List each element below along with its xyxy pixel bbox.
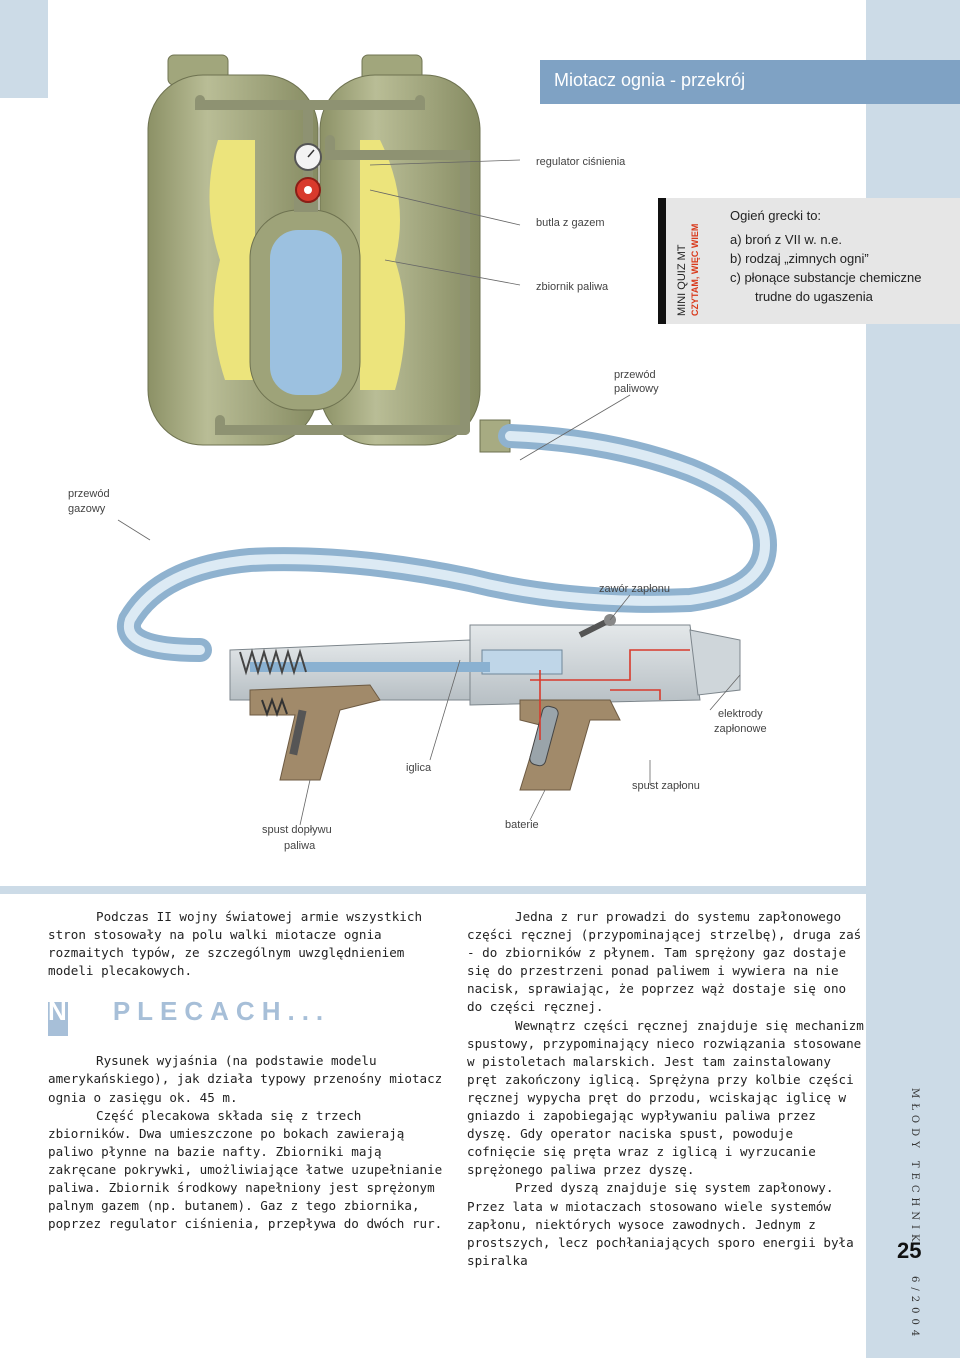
right-paragraph-3: Przed dyszą znajduje się system zapłonow… <box>467 1179 867 1269</box>
quiz-content: Ogień grecki to: a) broń z VII w. n.e. b… <box>730 206 922 306</box>
left-column: Podczas II wojny światowej armie wszystk… <box>48 908 448 1233</box>
right-column: Jedna z rur prowadzi do systemu zapłonow… <box>467 908 867 1270</box>
quiz-label: MINI QUIZ MT <box>676 224 689 316</box>
quiz-answer-c: c) płonące substancje chemiczne <box>730 268 922 287</box>
label-gas-bottle: butla z gazem <box>536 217 604 229</box>
section-heading: NA PLECACH... <box>48 1002 448 1036</box>
label-regulator: regulator ciśnienia <box>536 156 626 168</box>
left-paragraph-1: Rysunek wyjaśnia (na podstawie modelu am… <box>48 1052 448 1106</box>
diagram-bottom-band <box>0 886 866 894</box>
label-fuel-line-1: przewód <box>614 369 656 381</box>
quiz-question: Ogień grecki to: <box>730 206 922 225</box>
magazine-name: MŁODY TECHNIK <box>909 1088 920 1246</box>
label-electrodes-2: zapłonowe <box>714 723 767 735</box>
label-electrodes-1: elektrody <box>718 708 763 720</box>
quiz-black-strip <box>658 198 666 324</box>
heading-rest: PLECACH... <box>99 996 331 1026</box>
label-gas-line-1: przewód <box>68 488 110 500</box>
intro-paragraph: Podczas II wojny światowej armie wszystk… <box>48 908 448 980</box>
quiz-answer-c-cont: trudne do ugaszenia <box>730 287 922 306</box>
hand-unit <box>230 614 740 790</box>
quiz-answer-b: b) rodzaj „zimnych ogni” <box>730 249 922 268</box>
label-fuel-tank: zbiornik paliwa <box>536 281 609 293</box>
issue-number: 6/2004 <box>909 1276 920 1341</box>
flamethrower-diagram: regulator ciśnienia butla z gazem zbiorn… <box>50 0 866 886</box>
label-ignition-valve: zawór zapłonu <box>599 583 670 595</box>
label-batteries: baterie <box>505 819 539 831</box>
label-ignition-trigger: spust zapłonu <box>632 780 700 792</box>
left-paragraph-2: Część plecakowa składa się z trzech zbio… <box>48 1107 448 1234</box>
label-fuel-trigger-2: paliwa <box>284 840 316 852</box>
label-fuel-line-2: paliwowy <box>614 383 659 395</box>
quiz-vertical-label: MINI QUIZ MT CZYTAM, WIĘC WIEM <box>676 224 701 316</box>
quiz-sublabel: CZYTAM, WIĘC WIEM <box>689 224 701 316</box>
gas-bottle-liquid <box>270 230 342 395</box>
fuel-grip <box>250 685 380 780</box>
top-left-band <box>0 0 48 98</box>
label-fuel-trigger-1: spust dopływu <box>262 824 332 836</box>
page-title: Miotacz ognia - przekrój <box>554 70 745 91</box>
right-paragraph-2: Wewnątrz części ręcznej znajduje się mec… <box>467 1017 867 1180</box>
label-needle: iglica <box>406 762 432 774</box>
label-gas-line-2: gazowy <box>68 503 106 515</box>
right-paragraph-1: Jedna z rur prowadzi do systemu zapłonow… <box>467 908 867 1017</box>
quiz-answer-a: a) broń z VII w. n.e. <box>730 230 922 249</box>
heading-first: NA <box>48 996 99 1026</box>
page-number: 25 <box>897 1238 921 1264</box>
